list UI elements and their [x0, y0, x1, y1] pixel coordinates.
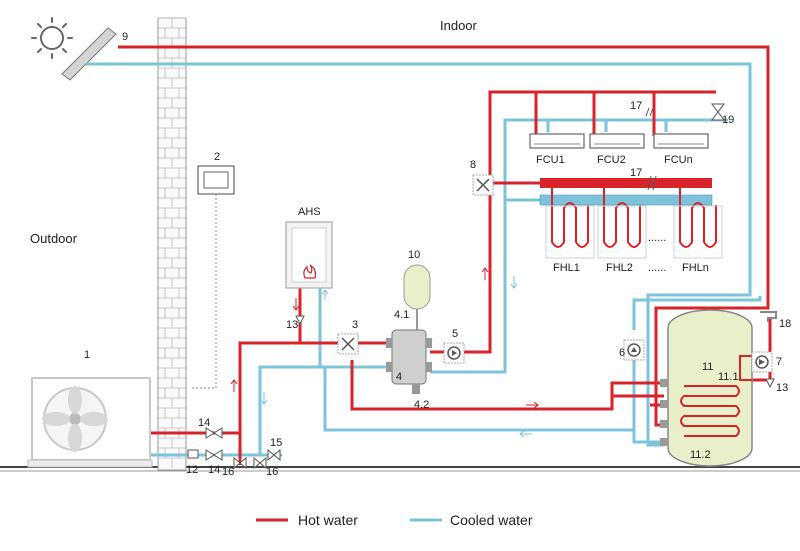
check-valve-13b [765, 378, 775, 389]
callout-16b: 16 [266, 466, 278, 478]
floor-heating-manifold [539, 178, 713, 206]
callout-4: 4 [396, 371, 402, 383]
callout-11-2: 11.2 [690, 449, 711, 461]
tap-18 [760, 311, 777, 322]
fcu1-unit [529, 133, 585, 149]
flow-arrows [230, 267, 539, 438]
fhl-dots: ...... [648, 262, 666, 274]
callout-18: 18 [779, 318, 791, 330]
shutoff-valves [187, 427, 281, 470]
callout-7: 7 [776, 356, 782, 368]
callout-15: 15 [270, 437, 282, 449]
callout-5: 5 [452, 328, 458, 340]
callout-4-2: 4.2 [414, 399, 429, 411]
solar-panel [61, 27, 117, 81]
outdoor-heat-pump [27, 377, 153, 468]
fcu2-label: FCU2 [597, 154, 626, 166]
callout-14a: 14 [198, 417, 210, 429]
callout-17b: 17 [630, 167, 642, 179]
pump-5 [443, 342, 465, 364]
callout-8: 8 [470, 159, 476, 171]
callout-13a: 13 [286, 319, 298, 331]
fcun-label: FCUn [664, 154, 693, 166]
callout-12: 12 [186, 464, 198, 476]
fcu-return-drops [546, 120, 668, 132]
ahs-label: AHS [298, 206, 321, 218]
callout-11: 11 [702, 361, 713, 373]
valve-8 [472, 174, 494, 196]
pump-6 [623, 339, 645, 361]
fcun-unit [653, 133, 709, 149]
fhl-dots-upper: ...... [648, 232, 666, 244]
pipe-break-marks [645, 107, 657, 191]
pump-7 [751, 351, 773, 373]
indoor-label: Indoor [440, 18, 478, 33]
callout-2: 2 [214, 151, 220, 163]
legend: Hot water Cooled water [256, 512, 533, 528]
buffer-tank [386, 329, 432, 394]
bypass-valve-19 [711, 103, 725, 121]
outdoor-label: Outdoor [30, 231, 78, 246]
expansion-vessel [403, 264, 431, 330]
sun-icon [31, 17, 73, 59]
ahs-boiler [285, 221, 333, 289]
brick-wall [157, 17, 187, 471]
callout-9: 9 [122, 31, 128, 43]
callout-17a: 17 [630, 100, 642, 112]
callout-1: 1 [84, 349, 90, 361]
fcu1-label: FCU1 [536, 154, 565, 166]
callout-3: 3 [352, 319, 358, 331]
callout-4-1: 4.1 [394, 309, 409, 321]
fhln-loop [679, 188, 717, 248]
ground [0, 466, 800, 472]
fcu-units [529, 133, 709, 149]
callout-19: 19 [722, 114, 734, 126]
callout-14b: 14 [208, 464, 220, 476]
flame-icon [303, 264, 317, 279]
fhl1-label: FHL1 [553, 262, 580, 274]
check-valve-13a [295, 315, 305, 326]
legend-hot-label: Hot water [298, 512, 358, 528]
fhl1-loop [551, 188, 589, 248]
thermostat [190, 165, 235, 389]
callout-6: 6 [619, 347, 625, 359]
dhw-tank [660, 309, 753, 467]
fhl-loops [545, 188, 723, 259]
legend-cool-label: Cooled water [450, 512, 533, 528]
callout-10: 10 [408, 249, 420, 261]
callout-13b: 13 [776, 382, 788, 394]
fhl2-label: FHL2 [606, 262, 633, 274]
valve-3 [337, 333, 359, 355]
cooled-water-pipes [86, 62, 762, 457]
fcu2-unit [589, 133, 645, 149]
callout-16a: 16 [222, 466, 234, 478]
callout-11-1: 11.1 [718, 371, 739, 383]
fhln-label: FHLn [682, 262, 709, 274]
fhl2-loop [603, 188, 641, 248]
